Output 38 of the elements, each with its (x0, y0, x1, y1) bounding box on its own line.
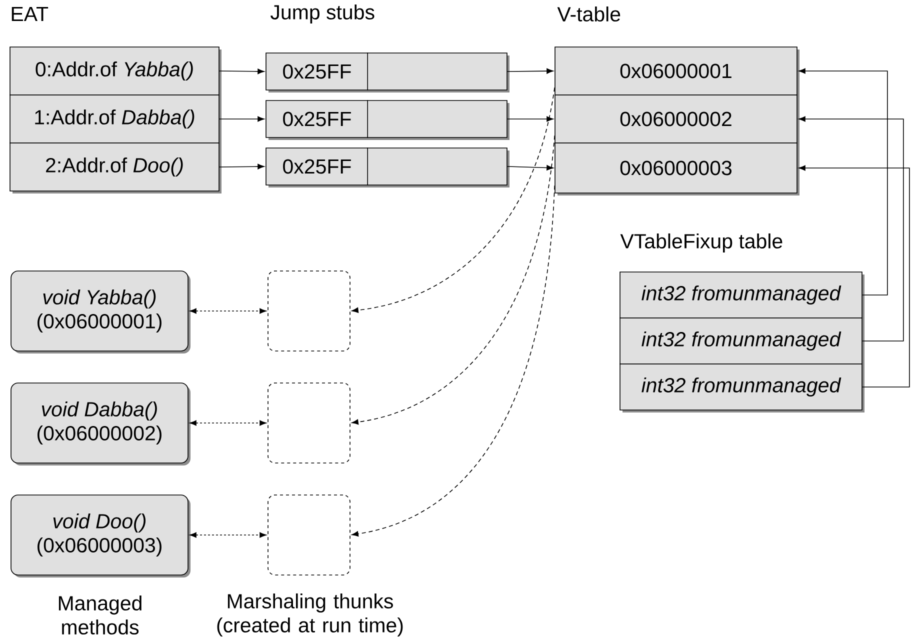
thunk-box (268, 382, 350, 464)
column-heading: Jump stubs (270, 4, 374, 24)
table-row: int32 fromunmanaged (620, 272, 864, 320)
dashed-arrow (352, 135, 555, 425)
dotted-arrow (190, 532, 266, 538)
thunk-box (268, 270, 350, 352)
table-row: 0x06000001 (554, 46, 800, 98)
table-row: 0x06000003 (554, 142, 800, 196)
column-heading: VTableFixup table (620, 233, 782, 253)
arrow (798, 165, 910, 388)
dashed-arrow (352, 87, 555, 313)
table-row: int32 fromunmanaged (620, 318, 864, 366)
column-heading: V-table (557, 6, 620, 22)
arrow (798, 68, 888, 296)
caption: Marshaling thunks (created at run time) (217, 593, 403, 637)
table-row: 2:Addr.of Doo() (10, 142, 222, 194)
table-row: 0:Addr.of Yabba() (10, 46, 222, 98)
dotted-arrow (190, 308, 266, 314)
jump-stub-box: 0x25FF (266, 52, 510, 92)
method-box: void Dabba() (0x06000002) (10, 382, 190, 466)
thunk-box (268, 494, 350, 576)
table-row: 1:Addr.of Dabba() (10, 94, 222, 146)
arrow (507, 165, 554, 170)
dotted-arrow (190, 420, 266, 426)
table-row: int32 fromunmanaged (620, 364, 864, 412)
table-row: 0x06000002 (554, 94, 800, 146)
arrow (219, 68, 264, 74)
method-box: void Doo() (0x06000003) (10, 494, 190, 578)
arrow (507, 116, 554, 122)
method-box: void Yabba() (0x06000001) (10, 270, 190, 354)
dashed-arrow (352, 185, 555, 537)
arrow (798, 116, 904, 342)
column-heading: EAT (12, 6, 48, 22)
arrow (219, 116, 264, 122)
jump-stub-box: 0x25FF (266, 100, 510, 140)
arrow (507, 68, 554, 74)
arrow (219, 164, 264, 170)
jump-stub-box: 0x25FF (266, 147, 510, 188)
